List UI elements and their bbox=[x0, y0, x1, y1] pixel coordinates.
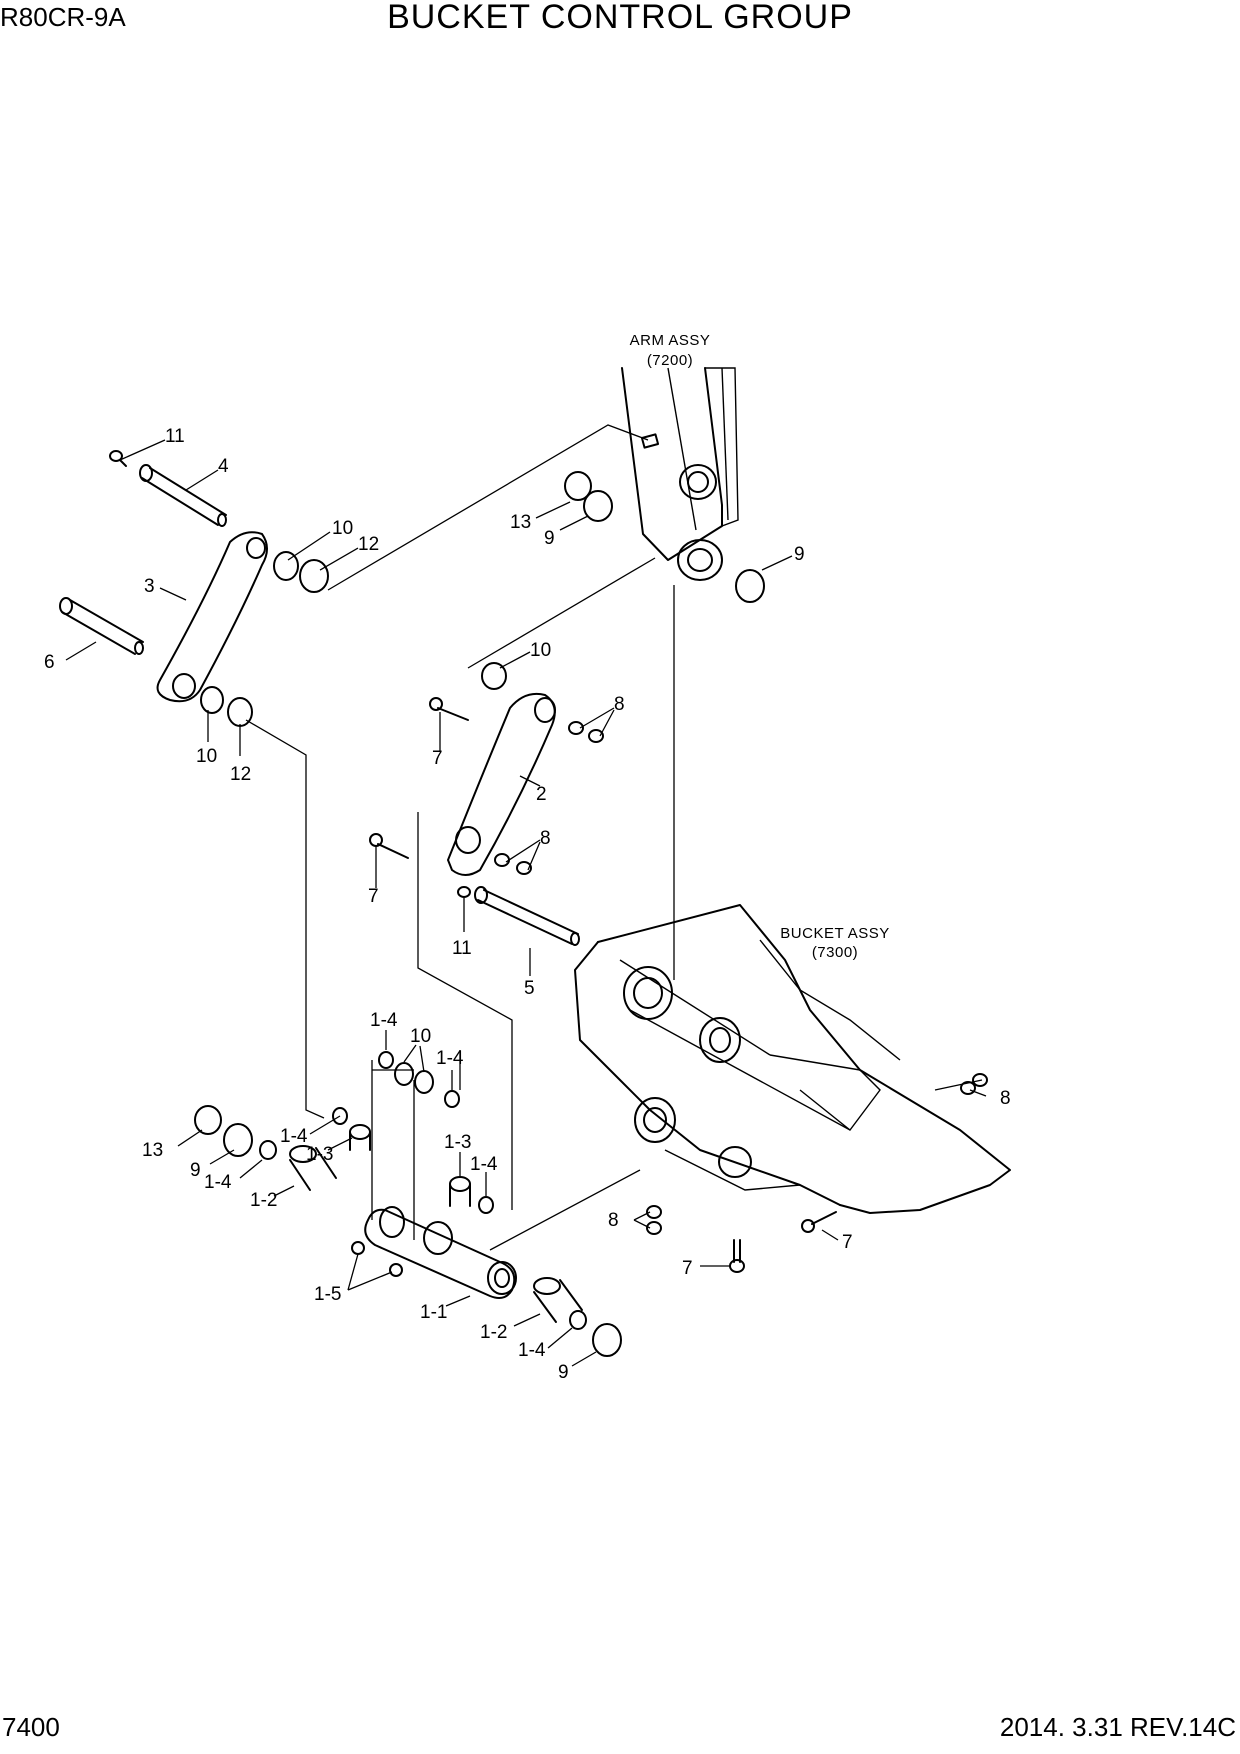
shim-10-top bbox=[273, 551, 299, 581]
callout: 1-5 bbox=[314, 1284, 341, 1305]
page-title: BUCKET CONTROL GROUP bbox=[387, 0, 853, 36]
callout: 1-4 bbox=[436, 1048, 464, 1069]
callout: 11 bbox=[452, 938, 472, 959]
callout: 9 bbox=[190, 1160, 201, 1181]
oring-9-low-b bbox=[592, 1323, 622, 1357]
bushing-1-2-b bbox=[533, 1277, 583, 1323]
bucket-assy-label: BUCKET ASSY bbox=[780, 925, 889, 942]
assembly-lines bbox=[245, 424, 983, 1251]
bushing-1-3-b bbox=[449, 1176, 471, 1207]
nuts-8-a bbox=[568, 721, 604, 743]
callout: 10 bbox=[410, 1026, 431, 1047]
ring-1-4-a bbox=[378, 1051, 394, 1069]
revision-date: 2014. 3.31 REV.14C bbox=[999, 1712, 1236, 1742]
page-number: 7400 bbox=[2, 1712, 60, 1742]
shim-10-low-b bbox=[414, 1070, 434, 1094]
link-3 bbox=[156, 531, 268, 703]
ring-1-4-b bbox=[444, 1090, 460, 1108]
ring-1-4-d bbox=[478, 1196, 494, 1214]
bushing-1-3-a bbox=[349, 1124, 371, 1151]
callout: 8 bbox=[540, 828, 551, 849]
shim-10-low-a bbox=[394, 1062, 414, 1086]
ring-1-4-e bbox=[259, 1140, 277, 1160]
arm-assembly bbox=[621, 367, 739, 581]
callout: 1-4 bbox=[280, 1126, 308, 1147]
callout: 9 bbox=[558, 1362, 569, 1383]
callout: 7 bbox=[842, 1232, 853, 1253]
bolt-7-c bbox=[801, 1211, 837, 1233]
oring-9-low-a bbox=[223, 1123, 253, 1157]
grease-nipple-1-5-a bbox=[351, 1241, 365, 1255]
callout: 13 bbox=[142, 1140, 163, 1161]
callout-labels: 11 4 10 12 3 6 10 12 13 9 9 10 8 7 2 7 8… bbox=[44, 426, 1011, 1383]
lock-bolt-11-top bbox=[109, 450, 127, 467]
callout: 1-4 bbox=[370, 1010, 398, 1031]
callout: 7 bbox=[368, 886, 379, 907]
callout: 11 bbox=[165, 426, 185, 447]
arm-assy-code: (7200) bbox=[647, 352, 693, 369]
pin-6 bbox=[59, 597, 144, 655]
callout: 1-4 bbox=[518, 1340, 546, 1361]
callout: 1-3 bbox=[306, 1144, 333, 1165]
bolt-7-a bbox=[429, 697, 469, 721]
pin-4 bbox=[139, 464, 227, 527]
bolt-7-d bbox=[729, 1239, 745, 1273]
callout: 1-4 bbox=[204, 1172, 232, 1193]
callout: 12 bbox=[230, 764, 251, 785]
bucket-assy-code: (7300) bbox=[812, 944, 858, 961]
callout: 9 bbox=[544, 528, 555, 549]
callout: 12 bbox=[358, 534, 379, 555]
grease-nipple-1-5-b bbox=[389, 1263, 403, 1277]
plate-13-top bbox=[564, 471, 592, 501]
callout: 9 bbox=[794, 544, 805, 565]
plate-12-top bbox=[299, 559, 329, 593]
link-2 bbox=[447, 692, 556, 876]
callout: 7 bbox=[432, 748, 443, 769]
callout: 1-4 bbox=[470, 1154, 498, 1175]
bucket-assembly bbox=[574, 904, 1011, 1214]
plate-13-low bbox=[194, 1105, 222, 1135]
link-1-1 bbox=[364, 1206, 517, 1299]
callout-leaders bbox=[65, 439, 987, 1367]
model-code: R80CR-9A bbox=[0, 2, 126, 32]
callout: 1-3 bbox=[444, 1132, 471, 1153]
oring-9-arm bbox=[735, 569, 765, 603]
ring-1-4-f bbox=[569, 1310, 587, 1330]
callout: 2 bbox=[536, 784, 547, 805]
pin-5 bbox=[474, 886, 580, 946]
callout: 8 bbox=[614, 694, 625, 715]
callout: 13 bbox=[510, 512, 531, 533]
arm-assy-label: ARM ASSY bbox=[630, 332, 711, 349]
nuts-8-d bbox=[646, 1205, 662, 1235]
oring-9-top bbox=[583, 490, 613, 522]
shim-10-mid bbox=[200, 686, 224, 714]
callout: 8 bbox=[608, 1210, 619, 1231]
callout: 4 bbox=[218, 456, 229, 477]
callout: 7 bbox=[682, 1258, 693, 1279]
callout: 10 bbox=[530, 640, 551, 661]
shim-10-link2 bbox=[481, 662, 507, 690]
nuts-8-c bbox=[960, 1073, 988, 1095]
callout: 3 bbox=[144, 576, 155, 597]
callout: 10 bbox=[196, 746, 217, 767]
callout: 1-2 bbox=[250, 1190, 277, 1211]
lock-bolt-11-mid bbox=[457, 886, 471, 898]
callout: 5 bbox=[524, 978, 535, 999]
callout: 1-2 bbox=[480, 1322, 507, 1343]
callout: 6 bbox=[44, 652, 55, 673]
callout: 8 bbox=[1000, 1088, 1011, 1109]
ring-1-4-c bbox=[332, 1107, 348, 1125]
callout: 1-1 bbox=[420, 1302, 447, 1323]
callout: 10 bbox=[332, 518, 353, 539]
bushing-1-2-a bbox=[289, 1145, 337, 1191]
